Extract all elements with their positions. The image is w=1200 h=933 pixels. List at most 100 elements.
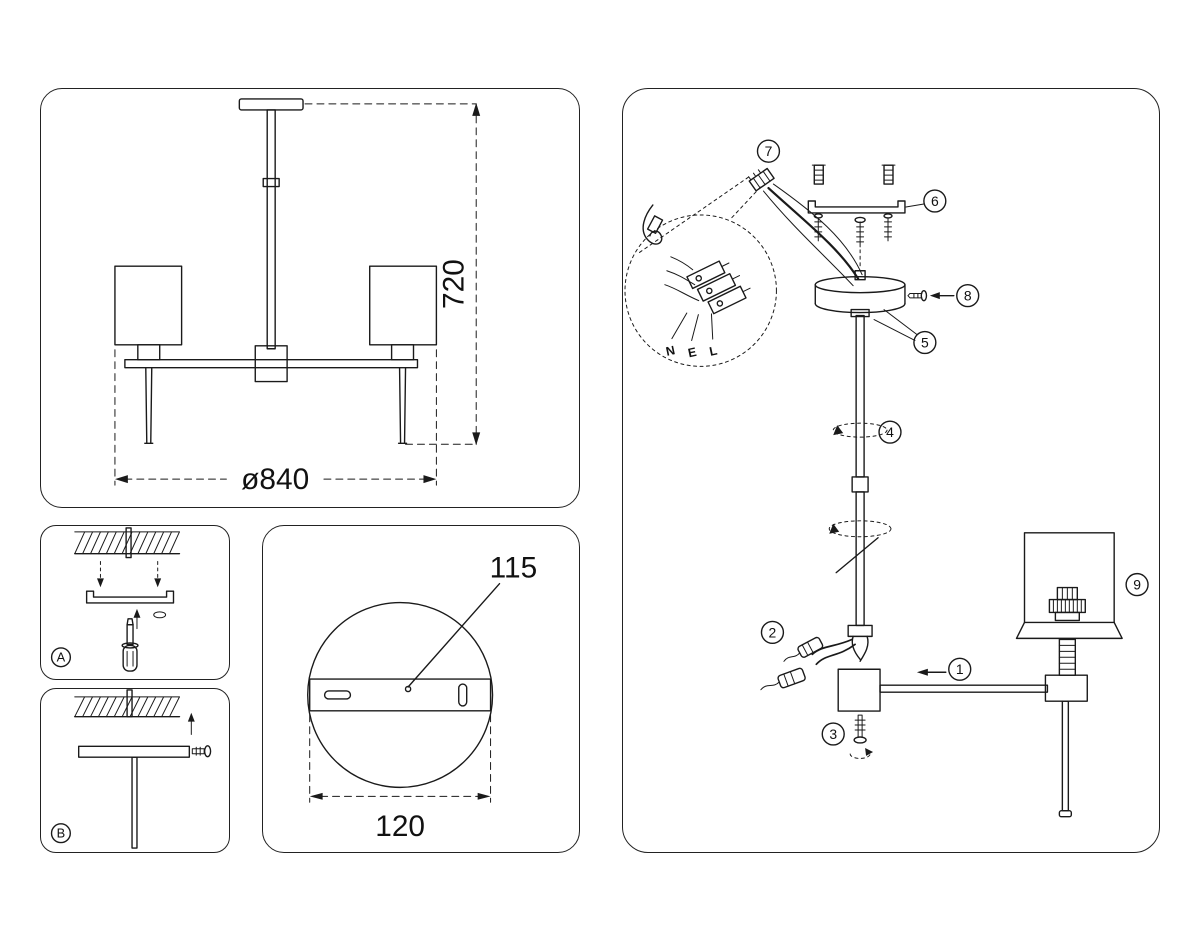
lamp-arm: [879, 674, 1088, 818]
mounting-plate: [309, 678, 492, 712]
center-screw-icon: [854, 216, 866, 270]
detail-b-letter: B: [57, 826, 66, 841]
wire-connector-icon: [783, 636, 824, 662]
cable-clamp-icon: [642, 204, 664, 245]
mounting-bracket-assembly: [807, 164, 925, 270]
side-screw-icon: [191, 745, 212, 758]
ceiling-plate: [238, 98, 304, 111]
part-callout-5: 5: [913, 330, 937, 355]
part-callout-2: 2: [760, 620, 785, 645]
part-callout-4: 4: [878, 420, 902, 444]
mounting-bar: [807, 200, 906, 214]
hanging-rod: [131, 756, 138, 849]
stem-end-cap: [1058, 810, 1073, 818]
horizontal-arm: [124, 359, 419, 369]
center-hub: [254, 345, 288, 383]
plate-dim-label: 120: [375, 810, 425, 843]
part-callout-6: 6: [923, 189, 947, 213]
terminal-e-label: E: [687, 345, 698, 360]
ceiling-hatch: [74, 531, 181, 555]
stem-left: [144, 366, 154, 445]
wall-anchor-icon: [811, 164, 826, 185]
lift-arrow: [187, 712, 195, 735]
bracket-leader: [905, 203, 925, 208]
lamp-shade-right: [369, 265, 438, 346]
arm-end-block: [1044, 674, 1088, 702]
height-dim-label: 720: [437, 259, 470, 309]
height-dimension: 720: [304, 102, 481, 446]
washer-icon: [153, 611, 167, 619]
wire-connectors: [760, 636, 824, 691]
wire-plug: [748, 167, 775, 192]
alignment-arrows: [96, 561, 162, 588]
rod-coupler: [851, 476, 869, 493]
rod-break-mark: [835, 537, 879, 574]
wiring-detail-callout: N E L: [624, 176, 777, 367]
part-number-8: 8: [964, 288, 972, 304]
panel-assembly: N E L: [622, 88, 1160, 853]
screw-and-washer: [133, 608, 167, 630]
lock-screw: [849, 714, 874, 759]
bracket-screw-icon: [883, 213, 893, 242]
canopy-side-screw: [907, 289, 955, 302]
lamp-shade-left: [114, 265, 183, 346]
canopy-bottom-view-drawing: 115 120: [307, 552, 538, 843]
center-rod: [266, 109, 276, 350]
panel-detail-b: B: [40, 688, 230, 853]
diameter-dimension: ø840: [114, 349, 437, 496]
part-callout-7: 7: [756, 139, 781, 163]
terminal-labels: N E L: [665, 312, 719, 360]
ceiling-canopy: [814, 270, 918, 341]
slot-dim-leader: [407, 582, 501, 688]
part-number-1: 1: [956, 661, 964, 677]
terminal-l-label: L: [708, 343, 719, 358]
mounting-detail-a-drawing: A: [50, 527, 181, 672]
mounting-pin: [126, 689, 133, 718]
terminal-block-drawing: [664, 256, 751, 315]
lamp-socket: [1048, 586, 1086, 676]
drop-stem: [1061, 700, 1070, 812]
part-callout-9: 9: [1125, 572, 1149, 597]
hanging-rod: [851, 314, 869, 627]
panel-detail-a: A: [40, 525, 230, 680]
lamp-shade: [1015, 532, 1123, 640]
panel-overview-dimensions: 720 ø840: [40, 88, 580, 508]
part-callout-3: 3: [821, 722, 845, 746]
plate-slot-right: [458, 683, 468, 707]
exploded-assembly-drawing: N E L: [624, 139, 1149, 818]
screwdriver-icon: [121, 618, 139, 672]
stem-right: [397, 366, 408, 445]
part-number-9: 9: [1133, 577, 1141, 593]
part-callout-8: 8: [956, 283, 980, 308]
plate-width-dimension: 120: [309, 714, 492, 843]
part-number-4: 4: [886, 424, 894, 440]
socket-left: [137, 344, 161, 361]
part-number-6: 6: [931, 193, 939, 209]
terminal-n-label: N: [665, 343, 677, 359]
mounting-detail-b-drawing: B: [50, 689, 212, 849]
rotation-indicator-lower: [828, 520, 892, 538]
part-number-7: 7: [765, 143, 773, 159]
mounting-bracket: [85, 590, 175, 604]
slot-dim-label: 115: [490, 552, 538, 585]
plate-slot-left: [323, 690, 352, 700]
canopy-plate: [77, 745, 191, 758]
canopy-leaders: [873, 309, 918, 341]
wall-anchor-icon: [881, 164, 896, 185]
detail-label-a: A: [50, 647, 72, 668]
part-number-2: 2: [769, 624, 777, 640]
rod-clamp: [811, 624, 873, 666]
detail-label-b: B: [50, 823, 71, 844]
part-number-5: 5: [921, 334, 929, 350]
part-callout-1: 1: [948, 657, 972, 681]
diameter-dim-label: ø840: [241, 463, 309, 496]
rotation-indicator-upper: [832, 422, 888, 438]
socket-right: [390, 344, 415, 361]
insert-arrow: [916, 668, 947, 676]
panel-canopy-dimensions: 115 120: [262, 525, 580, 853]
chandelier-dimension-drawing: 720 ø840: [114, 98, 481, 496]
canopy-outline: [307, 601, 494, 789]
wire-connector-icon: [760, 667, 806, 691]
rod-collar: [262, 177, 280, 188]
